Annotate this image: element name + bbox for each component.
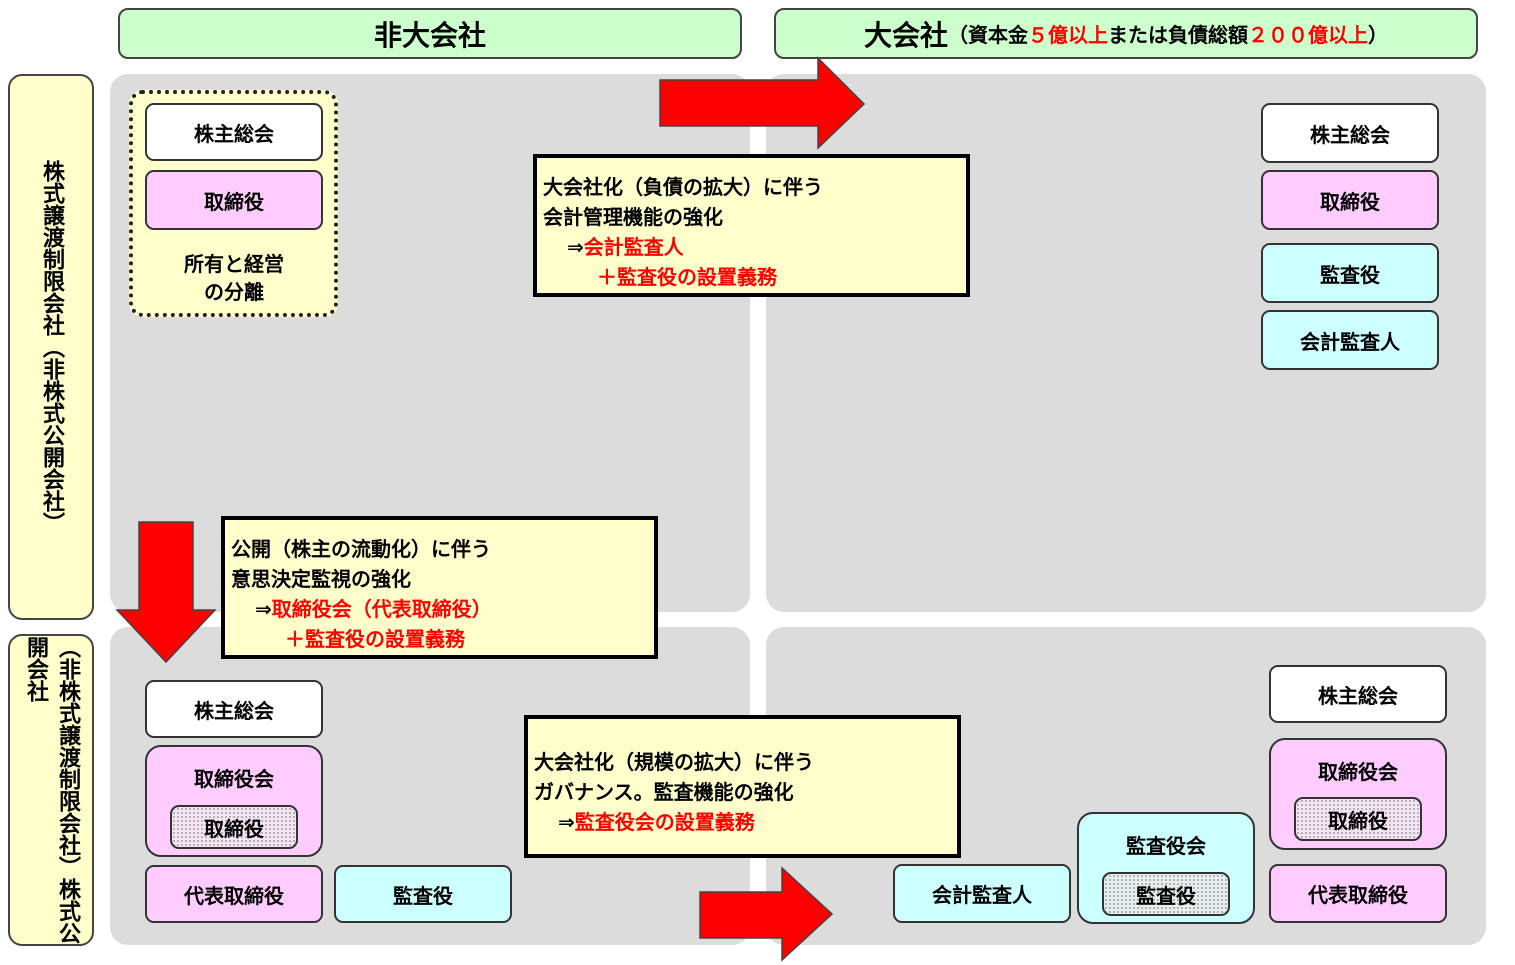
bl-board-of-directors-label: 取締役会 (194, 767, 274, 791)
ownership-separation-line1: 所有と経営 (184, 252, 284, 276)
column-header-note-close: ） (1368, 23, 1388, 47)
callout-left-line3: ⇒取締役会（代表取締役） (231, 594, 648, 624)
callout-bottom-line3: ⇒監査役会の設置義務 (534, 807, 951, 837)
br-audit-board-label: 監査役会 (1126, 834, 1206, 858)
br-accounting-auditor-label: 会計監査人 (932, 883, 1032, 907)
bl-representative-director-label: 代表取締役 (184, 883, 284, 908)
bl-board-director-label: 取締役 (204, 816, 264, 841)
br-shareholders-meeting-label: 株主総会 (1318, 683, 1398, 708)
arrow-down-left-shape (115, 521, 217, 664)
row-header-restricted-label: 株式譲渡制限会社（非株式公開会社） (39, 160, 64, 534)
capital-threshold: ５億以上 (1028, 23, 1108, 47)
callout-left-arrow-glyph: ⇒ (255, 597, 272, 621)
bl-board-director-box: 取締役 (170, 805, 298, 849)
tr-director-label: 取締役 (1320, 189, 1380, 214)
bl-shareholders-meeting-box: 株主総会 (145, 680, 323, 738)
br-board-director-label: 取締役 (1328, 808, 1388, 833)
callout-top-line4: ＋監査役の設置義務 (597, 265, 777, 289)
tr-director-box: 取締役 (1261, 170, 1439, 230)
callout-public-company-left: 公開（株主の流動化）に伴う 意思決定監視の強化 ⇒取締役会（代表取締役） ＋監査… (221, 516, 658, 659)
br-accounting-auditor-box: 会計監査人 (893, 864, 1071, 923)
callout-bottom-line1: 大会社化（規模の拡大）に伴う (534, 750, 814, 774)
br-audit-board-member-box: 監査役 (1102, 872, 1230, 916)
callout-left-line2: 意思決定監視の強化 (231, 567, 411, 591)
arrow-right-bottom-shape (699, 866, 834, 962)
callout-large-company-top: 大会社化（負債の拡大）に伴う 会計管理機能の強化 ⇒会計監査人 ＋監査役の設置義… (533, 154, 970, 297)
callout-left-board-requirement: 取締役会（代表取締役） (271, 597, 492, 621)
br-shareholders-meeting-box: 株主総会 (1269, 665, 1447, 723)
row-header-restricted: 株式譲渡制限会社（非株式公開会社） (8, 74, 94, 620)
bl-auditor-box: 監査役 (334, 865, 512, 923)
br-audit-board-member-label: 監査役 (1136, 883, 1196, 908)
br-board-of-directors-label: 取締役会 (1318, 760, 1398, 784)
callout-top-accounting-auditor: 会計監査人 (583, 235, 684, 259)
callout-left-line1: 公開（株主の流動化）に伴う (231, 537, 491, 561)
row-header-public: （非株式譲渡制限会社）株式公開会社 (8, 634, 94, 946)
row-header-public-label: （非株式譲渡制限会社）株式公開会社 (23, 636, 80, 944)
shareholders-meeting-box: 株主総会 (145, 103, 323, 161)
callout-bottom-line2: ガバナンス。監査機能の強化 (534, 780, 794, 804)
director-box: 取締役 (145, 170, 323, 230)
bl-representative-director-box: 代表取締役 (145, 865, 323, 923)
tr-auditor-label: 監査役 (1320, 262, 1380, 287)
callout-bottom-audit-board-requirement: 監査役会の設置義務 (574, 810, 755, 834)
column-header-note-open: （資本金 (948, 23, 1028, 47)
br-representative-director-box: 代表取締役 (1269, 864, 1447, 923)
shareholders-meeting-label: 株主総会 (194, 121, 274, 146)
tr-auditor-box: 監査役 (1261, 243, 1439, 303)
br-board-director-box: 取締役 (1294, 797, 1422, 841)
ownership-separation-text: 所有と経営 の分離 (145, 248, 323, 308)
ownership-separation-line2: の分離 (204, 280, 264, 304)
callout-large-company-bottom: 大会社化（規模の拡大）に伴う ガバナンス。監査機能の強化 ⇒監査役会の設置義務 (524, 715, 961, 858)
debt-threshold: ２００億以上 (1248, 23, 1368, 47)
br-representative-director-label: 代表取締役 (1308, 883, 1408, 907)
tr-accounting-auditor-box: 会計監査人 (1261, 310, 1439, 370)
callout-top-line1: 大会社化（負債の拡大）に伴う (543, 175, 823, 199)
tr-shareholders-meeting-box: 株主総会 (1261, 103, 1439, 163)
callout-top-arrow-glyph: ⇒ (567, 235, 584, 259)
column-header-note-mid: または負債総額 (1108, 23, 1248, 47)
tr-shareholders-meeting-label: 株主総会 (1310, 122, 1390, 147)
callout-left-line4: ＋監査役の設置義務 (285, 627, 465, 651)
column-header-large: 大会社 （資本金 ５億以上 または負債総額 ２００億以上 ） (774, 8, 1478, 59)
director-label: 取締役 (204, 189, 264, 214)
arrow-down-left (115, 521, 217, 664)
column-header-non-large-label: 非大会社 (373, 18, 486, 52)
bl-shareholders-meeting-label: 株主総会 (194, 698, 274, 723)
callout-top-line2: 会計管理機能の強化 (543, 205, 723, 229)
arrow-right-top (659, 56, 866, 150)
arrow-right-top-shape (659, 56, 866, 150)
callout-top-line3: ⇒会計監査人 (543, 232, 960, 262)
column-header-large-label: 大会社 (863, 18, 948, 52)
arrow-right-bottom (699, 866, 834, 962)
tr-accounting-auditor-label: 会計監査人 (1300, 329, 1400, 354)
bl-auditor-label: 監査役 (393, 883, 453, 908)
callout-bottom-arrow-glyph: ⇒ (558, 810, 575, 834)
column-header-non-large: 非大会社 (118, 8, 742, 59)
